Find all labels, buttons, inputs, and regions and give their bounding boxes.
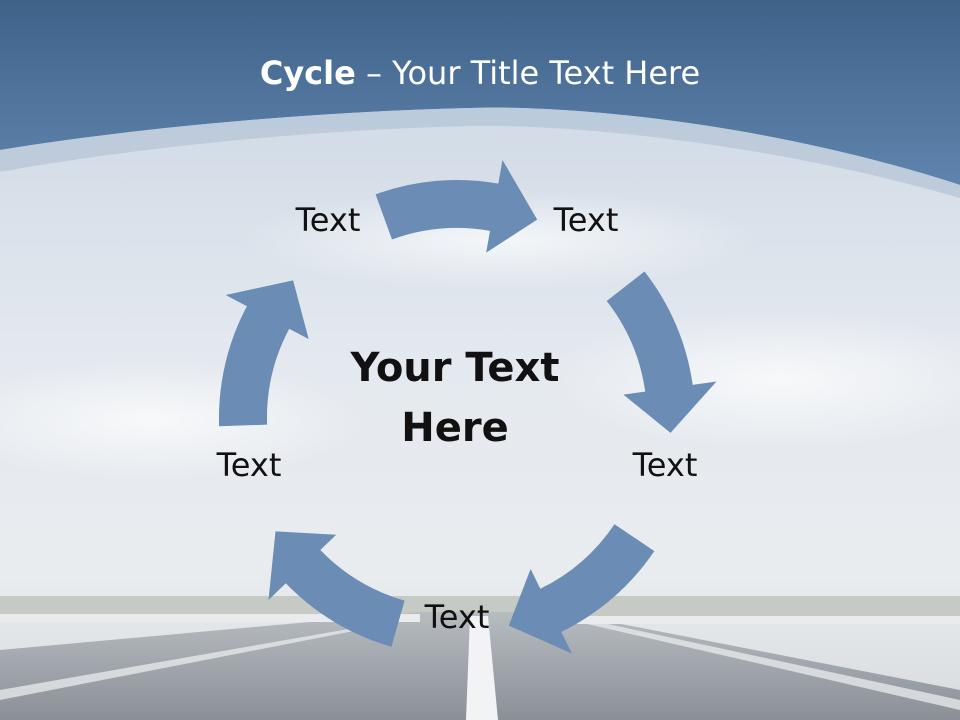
road-edge-line — [0, 620, 410, 700]
cycle-node-label: Text — [216, 446, 282, 484]
cycle-arrow — [375, 160, 538, 253]
horizon-strip — [0, 596, 960, 618]
guard-rail-right — [560, 616, 960, 624]
title-rest: – Your Title Text Here — [355, 54, 701, 92]
cycle-node-label: Text — [553, 201, 619, 239]
banner-swoosh — [0, 107, 960, 198]
cycle-node-label: Text — [632, 446, 698, 484]
cycle-arrow — [508, 524, 655, 654]
cycle-arrow — [606, 271, 717, 433]
cycle-node-label: Text — [424, 598, 490, 636]
guard-rail-left — [0, 614, 420, 622]
title-bold: Cycle — [259, 54, 356, 92]
cycle-arrow — [218, 280, 309, 427]
road-center-line — [466, 616, 498, 720]
slide-title: Cycle – Your Title Text Here — [0, 54, 960, 92]
road-edge-line — [570, 618, 960, 710]
cycle-node-label: Text — [295, 201, 361, 239]
title-banner — [0, 0, 960, 185]
cycle-center-text: Your Text Here — [350, 345, 560, 451]
cloud — [0, 360, 370, 480]
cycle-arrow — [268, 531, 405, 647]
